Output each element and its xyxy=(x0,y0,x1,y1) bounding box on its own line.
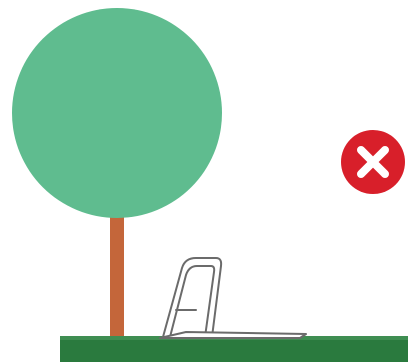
lawnmower-icon xyxy=(160,258,306,338)
tree-canopy xyxy=(12,8,222,218)
grass xyxy=(60,336,408,362)
lawnmower-handle xyxy=(163,258,221,337)
tree-trunk xyxy=(110,214,124,342)
grass-ground xyxy=(60,340,408,362)
x-mark-icon xyxy=(341,130,405,194)
lawnmower-deck xyxy=(160,332,306,338)
lawnmower-handle-inner xyxy=(170,266,214,337)
tree-icon xyxy=(12,8,222,342)
